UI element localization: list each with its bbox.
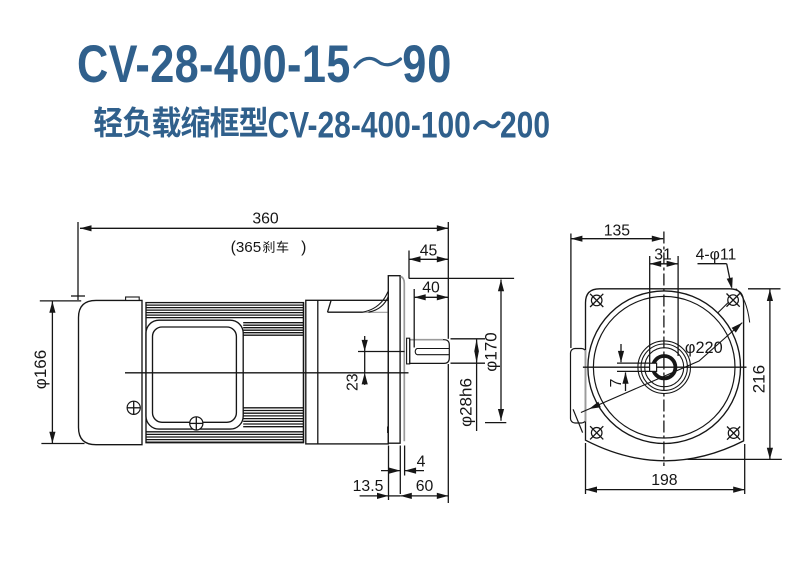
svg-text:135: 135 [604, 222, 631, 239]
svg-text:CV-28-400-100: CV-28-400-100 [268, 105, 471, 146]
svg-text:23: 23 [345, 373, 362, 391]
svg-text:CV-28-400-15: CV-28-400-15 [77, 35, 351, 94]
svg-text:4-φ11: 4-φ11 [696, 247, 737, 264]
svg-text:φ28h6: φ28h6 [457, 378, 476, 427]
svg-text:13.5: 13.5 [353, 478, 384, 495]
svg-text:φ220: φ220 [685, 339, 723, 357]
svg-text:60: 60 [416, 478, 434, 495]
svg-text:φ170: φ170 [482, 332, 501, 371]
svg-text:360: 360 [252, 210, 279, 227]
svg-text:φ166: φ166 [31, 350, 50, 389]
svg-text:7: 7 [608, 379, 625, 388]
svg-text:90: 90 [402, 35, 452, 94]
svg-text:200: 200 [500, 105, 550, 146]
svg-text:40: 40 [422, 280, 440, 297]
svg-text:31: 31 [654, 246, 672, 263]
svg-text:45: 45 [420, 242, 438, 259]
svg-text:198: 198 [651, 472, 678, 489]
svg-text:(: ( [231, 239, 237, 256]
svg-text:365: 365 [236, 239, 261, 256]
svg-text:4: 4 [417, 453, 426, 470]
svg-text:): ) [301, 239, 306, 256]
svg-text:216: 216 [750, 365, 769, 393]
